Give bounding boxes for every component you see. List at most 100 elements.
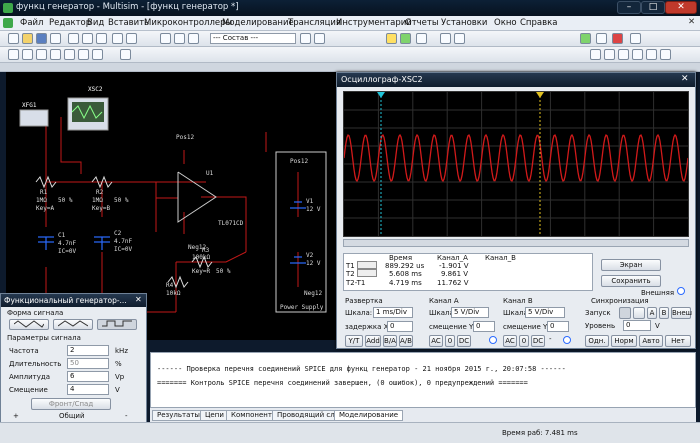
print-icon[interactable]: [50, 33, 61, 44]
external-trigger-terminal[interactable]: [677, 287, 685, 295]
menu-transfer[interactable]: Трансляция: [288, 18, 341, 28]
cha-dc-button[interactable]: DC: [457, 335, 471, 347]
trigger-level-field[interactable]: 0: [623, 320, 651, 331]
bode-icon[interactable]: [646, 49, 657, 60]
function-generator-window[interactable]: Функциональный генератор-... ✕ Форма сиг…: [0, 293, 147, 443]
rise-fall-button[interactable]: Фронт/Спад: [31, 398, 111, 410]
chb-scale-field[interactable]: 5 V/Div: [525, 307, 565, 318]
save-icon[interactable]: [36, 33, 47, 44]
close-button[interactable]: ✕: [665, 1, 697, 14]
maximize-button[interactable]: □: [641, 1, 665, 14]
interactive-icon[interactable]: [580, 33, 591, 44]
paste-icon[interactable]: [96, 33, 107, 44]
new-file-icon[interactable]: [8, 33, 19, 44]
trigger-single-button[interactable]: Одн.: [585, 335, 609, 347]
composition-dropdown[interactable]: --- Состав ---: [210, 33, 296, 44]
basic-icon[interactable]: [22, 49, 33, 60]
chb-pos-field[interactable]: 0: [547, 321, 569, 332]
tab-results[interactable]: Результаты: [152, 410, 205, 421]
copy-icon[interactable]: [82, 33, 93, 44]
netlist-icon[interactable]: [314, 33, 325, 44]
save-button[interactable]: Сохранить: [601, 275, 661, 287]
mdi-close-icon[interactable]: ✕: [688, 17, 696, 27]
menu-simulate[interactable]: Моделирование: [222, 18, 294, 28]
square-wave-button[interactable]: [97, 319, 137, 330]
chb-ac-button[interactable]: AC: [503, 335, 517, 347]
run-icon[interactable]: [400, 33, 411, 44]
analysis-icon[interactable]: [440, 33, 451, 44]
diode-icon[interactable]: [36, 49, 47, 60]
t2-arrows-icon[interactable]: [357, 269, 377, 277]
add-button[interactable]: Add: [365, 335, 381, 347]
oscilloscope-close-icon[interactable]: ✕: [681, 74, 689, 84]
cha-scale-field[interactable]: 5 V/Div: [451, 307, 489, 318]
multimeter-icon[interactable]: [590, 49, 601, 60]
ab-button[interactable]: A/B: [399, 335, 413, 347]
trigger-ext-button[interactable]: Внеш: [671, 307, 693, 319]
open-folder-icon[interactable]: [22, 33, 33, 44]
wattmeter-icon[interactable]: [632, 49, 643, 60]
offset-field[interactable]: 4: [67, 384, 109, 395]
yt-button[interactable]: Y/T: [345, 335, 363, 347]
zoom-out-icon[interactable]: [188, 33, 199, 44]
tab-nets[interactable]: Цепи: [200, 410, 229, 421]
trigger-a-button[interactable]: A: [647, 307, 657, 319]
timebase-pos-field[interactable]: 0: [387, 321, 413, 332]
app-menu-icon[interactable]: [3, 18, 13, 28]
cha-ac-button[interactable]: AC: [429, 335, 443, 347]
menu-tools[interactable]: Инструментарий: [336, 18, 412, 28]
oscilloscope-screen[interactable]: [343, 91, 689, 237]
menu-insert[interactable]: Вставить: [108, 18, 150, 28]
menu-file[interactable]: Файл: [20, 18, 44, 28]
cha-terminal[interactable]: [489, 336, 497, 344]
chb-terminal[interactable]: [563, 336, 571, 344]
grid-icon[interactable]: [160, 33, 171, 44]
trigger-b-button[interactable]: B: [659, 307, 669, 319]
trigger-normal-button[interactable]: Норм: [611, 335, 637, 347]
redo-icon[interactable]: [126, 33, 137, 44]
t1-arrows-icon[interactable]: [357, 261, 377, 269]
analog-icon[interactable]: [64, 49, 75, 60]
pause-sim-icon[interactable]: [596, 33, 607, 44]
trigger-auto-button[interactable]: Авто: [639, 335, 663, 347]
reverse-button[interactable]: Экран: [601, 259, 661, 271]
duty-field[interactable]: 50: [67, 358, 109, 369]
trigger-rising-button[interactable]: [619, 307, 631, 319]
menu-view[interactable]: Вид: [87, 18, 105, 28]
chb-zero-button[interactable]: 0: [519, 335, 529, 347]
triangle-wave-button[interactable]: [53, 319, 93, 330]
menu-reports[interactable]: Отчеты: [405, 18, 439, 28]
stop-sim-icon[interactable]: [612, 33, 623, 44]
oscilloscope-window[interactable]: Осциллограф-XSC2 ✕ Время Канал_A Канал_B…: [336, 72, 696, 349]
menu-window[interactable]: Окно: [494, 18, 517, 28]
transistor-icon[interactable]: [50, 49, 61, 60]
tab-simulation[interactable]: Моделирование: [334, 410, 404, 421]
timebase-scale-field[interactable]: 1 ms/Div: [373, 307, 413, 318]
sine-wave-button[interactable]: [9, 319, 49, 330]
oscilloscope-icon[interactable]: [618, 49, 629, 60]
cmos-icon[interactable]: [92, 49, 103, 60]
menu-edit[interactable]: Редактор: [49, 18, 92, 28]
zoom-in-icon[interactable]: [174, 33, 185, 44]
ba-button[interactable]: B/A: [383, 335, 397, 347]
oscilloscope-scrollbar[interactable]: [343, 239, 689, 247]
ttl-icon[interactable]: [78, 49, 89, 60]
trigger-none-button[interactable]: Нет: [665, 335, 691, 347]
cut-icon[interactable]: [68, 33, 79, 44]
source-icon[interactable]: [8, 49, 19, 60]
chb-dc-button[interactable]: DC: [531, 335, 545, 347]
indicator-icon[interactable]: [120, 49, 131, 60]
spice-icon[interactable]: [300, 33, 311, 44]
pause-icon[interactable]: [416, 33, 427, 44]
function-generator-icon[interactable]: [604, 49, 615, 60]
logic-analyzer-icon[interactable]: [660, 49, 671, 60]
frequency-field[interactable]: 2: [67, 345, 109, 356]
minimize-button[interactable]: –: [617, 1, 641, 14]
menu-options[interactable]: Установки: [441, 18, 488, 28]
cha-zero-button[interactable]: 0: [445, 335, 455, 347]
fg-close-icon[interactable]: ✕: [135, 295, 142, 304]
menu-mcu[interactable]: Микроконтроллеры: [144, 18, 233, 28]
trigger-falling-button[interactable]: [633, 307, 645, 319]
probe-icon[interactable]: [386, 33, 397, 44]
undo-icon[interactable]: [112, 33, 123, 44]
